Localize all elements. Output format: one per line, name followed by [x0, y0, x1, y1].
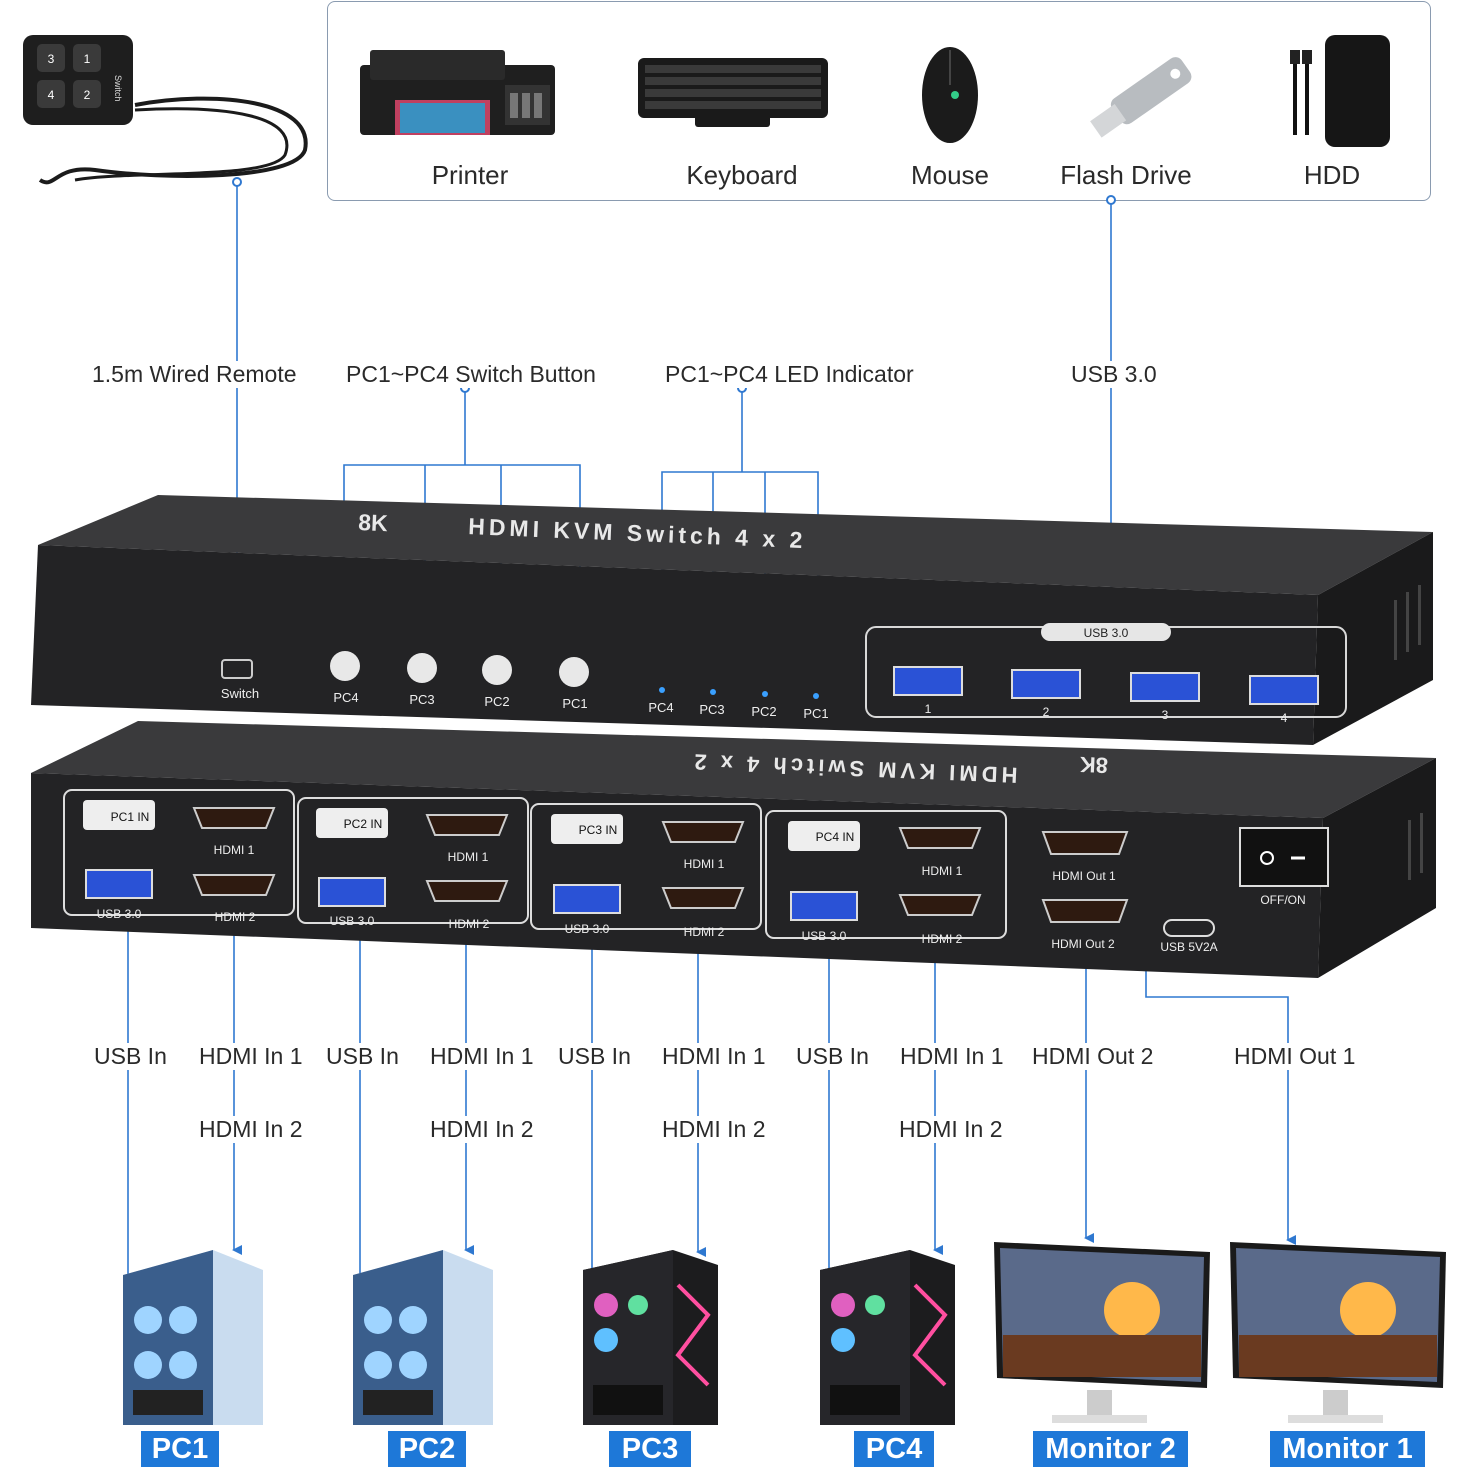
hdmi-out2-callout: HDMI Out 2 — [1030, 1043, 1156, 1070]
mouse-icon — [922, 47, 978, 143]
button-label-pc2: PC2 — [484, 694, 509, 709]
usb-group-label: USB 3.0 — [1084, 626, 1129, 640]
pc3-hdmi-in1-label: HDMI In 1 — [660, 1043, 768, 1070]
pc3-badge: PC3 — [609, 1431, 691, 1467]
monitor2-badge: Monitor 2 — [1033, 1431, 1188, 1467]
group-pc1-usb: USB 3.0 — [97, 907, 142, 921]
rear-panel: HDMI KVM Switch 4 x 2 8K PC1 IN HDMI 1 U… — [31, 721, 1436, 978]
pc2-usb-in-label: USB In — [324, 1043, 401, 1070]
monitor2-icon — [994, 1242, 1210, 1423]
group-pc3-usb: USB 3.0 — [565, 922, 610, 936]
button-label-pc4: PC4 — [333, 690, 358, 705]
switch-button-callout: PC1~PC4 Switch Button — [344, 361, 598, 388]
group-pc3-hdmi1: HDMI 1 — [684, 857, 725, 871]
remote-button-4: 4 — [48, 88, 55, 102]
led-label-pc3: PC3 — [699, 702, 724, 717]
group-pc2-name: PC2 IN — [344, 817, 383, 831]
button-label-pc3: PC3 — [409, 692, 434, 707]
mouse-label: Mouse — [910, 160, 990, 190]
usbc-label: USB 5V2A — [1160, 940, 1217, 954]
group-pc1-hdmi2: HDMI 2 — [215, 910, 256, 924]
led-label-pc1: PC1 — [803, 706, 828, 721]
hdd-icon — [1290, 35, 1390, 147]
pc3-usb-in-label: USB In — [556, 1043, 633, 1070]
flash-drive-icon — [1090, 57, 1192, 138]
group-pc4-hdmi1: HDMI 1 — [922, 864, 963, 878]
pc2-tower-icon — [353, 1250, 493, 1425]
pc2-badge: PC2 — [388, 1431, 466, 1467]
pc3-tower-icon — [583, 1250, 718, 1425]
group-pc1-hdmi1: HDMI 1 — [214, 843, 255, 857]
pc1-usb-in-label: USB In — [92, 1043, 169, 1070]
pc4-hdmi-in1-label: HDMI In 1 — [898, 1043, 1006, 1070]
led-indicator-callout: PC1~PC4 LED Indicator — [663, 361, 916, 388]
usb-port-3: 3 — [1162, 708, 1169, 722]
group-pc3-hdmi2: HDMI 2 — [684, 925, 725, 939]
group-pc4-hdmi2: HDMI 2 — [922, 932, 963, 946]
pc2-hdmi-in1-label: HDMI In 1 — [428, 1043, 536, 1070]
led-label-pc4: PC4 — [648, 700, 673, 715]
button-label-pc1: PC1 — [562, 696, 587, 711]
pc4-tower-icon — [820, 1250, 955, 1425]
keyboard-label: Keyboard — [686, 160, 798, 190]
usb-port-4: 4 — [1281, 711, 1288, 725]
usb-port-2: 2 — [1043, 705, 1050, 719]
group-pc1-name: PC1 IN — [111, 810, 150, 824]
usb-port-1: 1 — [925, 702, 932, 716]
pc4-hdmi-in2-label: HDMI In 2 — [897, 1116, 1005, 1143]
power-label: OFF/ON — [1260, 893, 1305, 907]
pc1-hdmi-in1-label: HDMI In 1 — [197, 1043, 305, 1070]
group-pc4-usb: USB 3.0 — [802, 929, 847, 943]
group-pc3-name: PC3 IN — [579, 823, 618, 837]
group-pc2-usb: USB 3.0 — [330, 914, 375, 928]
wired-remote: 3 1 4 2 Switch — [23, 35, 308, 185]
monitor1-badge: Monitor 1 — [1270, 1431, 1425, 1467]
pc3-hdmi-in2-label: HDMI In 2 — [660, 1116, 768, 1143]
printer-icon — [360, 50, 555, 135]
pc1-hdmi-in2-label: HDMI In 2 — [197, 1116, 305, 1143]
group-pc2-hdmi1: HDMI 1 — [448, 850, 489, 864]
remote-button-1: 1 — [84, 52, 91, 66]
front-title-badge: 8K — [358, 509, 389, 536]
group-pc2-hdmi2: HDMI 2 — [449, 917, 490, 931]
pc1-tower-icon — [123, 1250, 263, 1425]
remote-button-2: 2 — [84, 88, 91, 102]
printer-label: Printer — [431, 160, 509, 190]
flash-drive-label: Flash Drive — [1060, 160, 1192, 190]
hdmi-out2-label: HDMI Out 2 — [1051, 937, 1115, 951]
pc2-hdmi-in2-label: HDMI In 2 — [428, 1116, 536, 1143]
remote-button-3: 3 — [48, 52, 55, 66]
usb30-callout: USB 3.0 — [1069, 361, 1159, 388]
hdmi-out1-label: HDMI Out 1 — [1052, 869, 1116, 883]
remote-side-text: Switch — [113, 75, 123, 102]
front-panel: 8K HDMI KVM Switch 4 x 2 Switch PC4 PC3 … — [31, 495, 1433, 745]
remote-port-label: Switch — [221, 686, 259, 701]
keyboard-icon — [638, 58, 828, 127]
pc4-badge: PC4 — [854, 1431, 934, 1467]
rear-title-badge: 8K — [1079, 752, 1108, 778]
wired-remote-callout: 1.5m Wired Remote — [90, 361, 299, 388]
hdd-label: HDD — [1303, 160, 1361, 190]
group-pc4-name: PC4 IN — [816, 830, 855, 844]
led-label-pc2: PC2 — [751, 704, 776, 719]
pc4-usb-in-label: USB In — [794, 1043, 871, 1070]
hdmi-out1-callout: HDMI Out 1 — [1232, 1043, 1358, 1070]
monitor1-icon — [1230, 1242, 1446, 1423]
pc1-badge: PC1 — [141, 1431, 219, 1467]
